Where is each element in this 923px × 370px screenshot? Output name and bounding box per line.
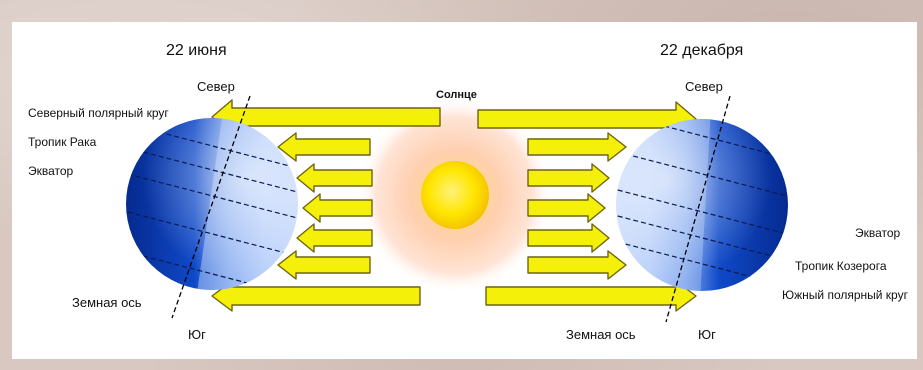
- sun-core: [421, 161, 489, 229]
- label-south-june: Юг: [188, 327, 206, 342]
- date-june: 22 июня: [166, 42, 227, 59]
- ray-left-5: [297, 224, 372, 252]
- label-north-december: Север: [685, 79, 723, 94]
- ray-left-2: [278, 133, 370, 161]
- label-north-june: Север: [197, 79, 235, 94]
- label-antarctic-circle: Южный полярный круг: [782, 288, 909, 302]
- ray-right-7: [486, 281, 696, 311]
- label-axis-december: Земная ось: [566, 327, 636, 342]
- label-equator-december: Экватор: [855, 226, 901, 240]
- label-tropic-cancer: Тропик Рака: [28, 135, 97, 149]
- date-december: 22 декабря: [660, 42, 743, 59]
- label-axis-june: Земная ось: [72, 295, 142, 310]
- ray-left-7: [212, 281, 420, 311]
- ray-right-6: [528, 251, 626, 279]
- ray-left-6: [278, 251, 370, 279]
- label-arctic-circle: Северный полярный круг: [28, 106, 169, 120]
- label-equator-june: Экватор: [28, 164, 74, 178]
- sun-label: Солнце: [436, 89, 477, 101]
- label-south-december: Юг: [698, 327, 716, 342]
- label-tropic-capricorn: Тропик Козерога: [795, 259, 887, 273]
